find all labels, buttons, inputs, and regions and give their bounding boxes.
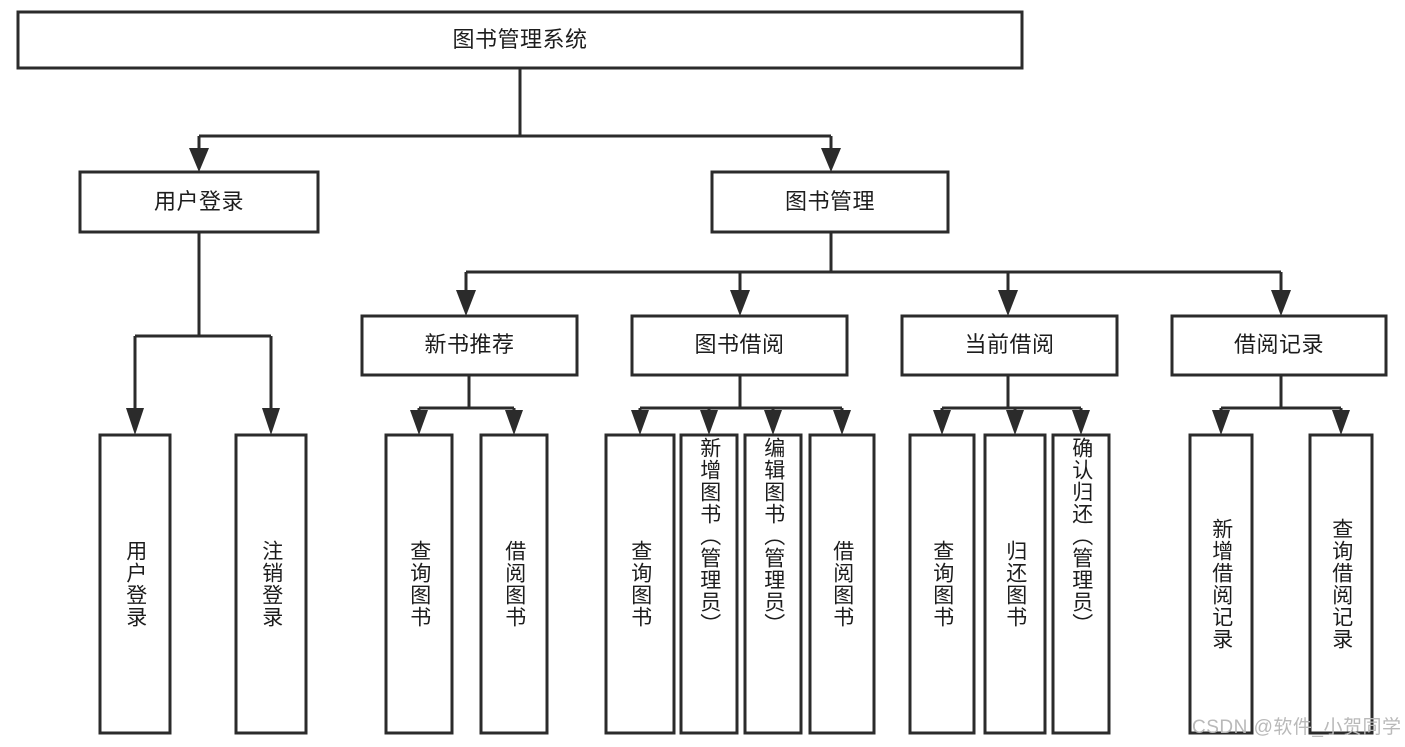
watermark-text: CSDN @软件_小贺同学 xyxy=(1192,717,1402,738)
arrow-head-leaf-logout-login xyxy=(262,408,280,435)
arrow-head-leaf-borrow-book-recommend xyxy=(505,410,523,435)
arrow-head-leaf-return-book xyxy=(1006,410,1024,435)
node-box-leaf-edit-book[interactable] xyxy=(743,433,803,735)
arrow-head-leaf-borrow-book xyxy=(833,410,851,435)
arrow-head-borrow-record xyxy=(1271,290,1291,316)
node-box-book-borrow[interactable] xyxy=(630,314,849,377)
arrow-head-leaf-query-book-recommend xyxy=(410,410,428,435)
node-box-leaf-query-book-current[interactable] xyxy=(908,433,976,735)
node-box-leaf-logout-login[interactable] xyxy=(234,433,308,735)
arrow-head-leaf-confirm-return xyxy=(1072,410,1090,435)
node-box-new-book-recommend[interactable] xyxy=(360,314,579,377)
node-box-borrow-record[interactable] xyxy=(1170,314,1388,377)
arrow-head-book-borrow xyxy=(730,290,750,316)
node-box-leaf-confirm-return[interactable] xyxy=(1051,433,1111,735)
arrow-head-current-borrow xyxy=(998,290,1018,316)
node-box-book-management[interactable] xyxy=(710,170,950,234)
node-box-leaf-add-borrow-record[interactable] xyxy=(1188,433,1254,735)
connector-current-borrow-to-leaves xyxy=(933,375,1090,435)
node-box-user-login[interactable] xyxy=(78,170,320,234)
node-box-leaf-borrow-book[interactable] xyxy=(808,433,876,735)
node-box-root[interactable] xyxy=(16,10,1024,70)
arrow-head-user-login xyxy=(189,148,209,172)
connector-root-to-level2 xyxy=(189,68,841,172)
connector-book-management-to-level3 xyxy=(456,232,1291,316)
connector-new-book-recommend-to-leaves xyxy=(410,375,523,435)
arrow-head-book-management xyxy=(821,148,841,172)
node-box-leaf-query-borrow-record[interactable] xyxy=(1308,433,1374,735)
arrow-head-leaf-query-book-current xyxy=(933,410,951,435)
connector-user-login-to-leaves xyxy=(126,232,280,435)
arrow-head-leaf-add-book xyxy=(700,410,718,435)
node-box-leaf-borrow-book-recommend[interactable] xyxy=(479,433,549,735)
node-box-leaf-query-book-recommend[interactable] xyxy=(384,433,454,735)
node-box-leaf-add-book[interactable] xyxy=(679,433,739,735)
arrow-head-new-book-recommend xyxy=(456,290,476,316)
connector-book-borrow-to-leaves xyxy=(631,375,851,435)
node-box-leaf-return-book[interactable] xyxy=(983,433,1047,735)
arrow-head-leaf-edit-book xyxy=(764,410,782,435)
connector-borrow-record-to-leaves xyxy=(1212,375,1350,435)
node-box-current-borrow[interactable] xyxy=(900,314,1119,377)
arrow-head-leaf-query-borrow-record xyxy=(1332,410,1350,435)
node-box-leaf-user-login[interactable] xyxy=(98,433,172,735)
arrow-head-leaf-query-book-borrow xyxy=(631,410,649,435)
node-box-leaf-query-book-borrow[interactable] xyxy=(604,433,676,735)
arrow-head-leaf-add-borrow-record xyxy=(1212,410,1230,435)
arrow-head-leaf-user-login xyxy=(126,408,144,435)
